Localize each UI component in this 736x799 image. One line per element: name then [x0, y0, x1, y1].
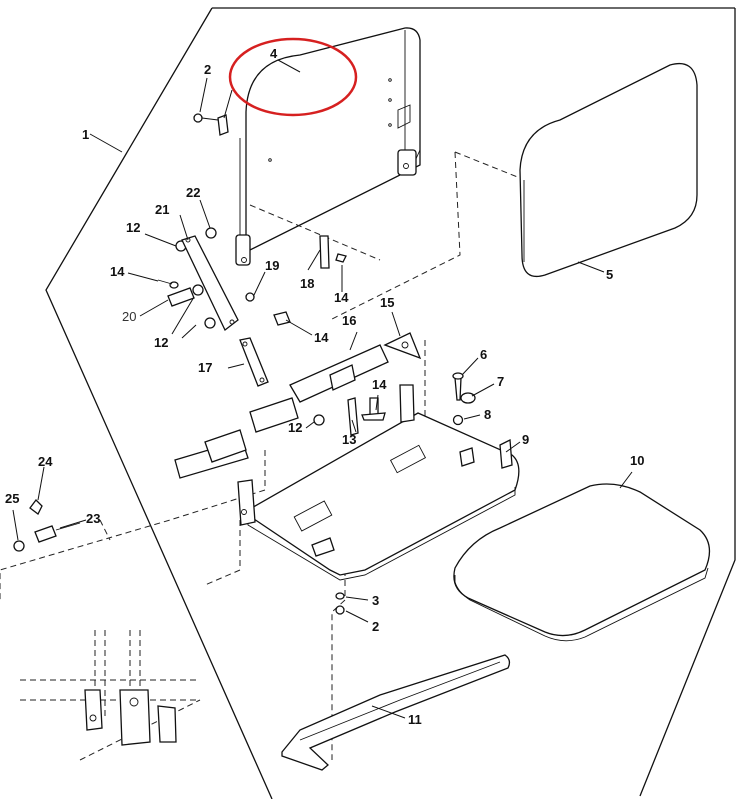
- callout-5: 5: [606, 267, 613, 282]
- callout-21: 21: [155, 202, 169, 217]
- callout-1: 1: [82, 127, 89, 142]
- callout-2-top: 2: [204, 62, 211, 77]
- attach-line-back: [454, 151, 521, 179]
- callout-8: 8: [484, 407, 491, 422]
- seat-cushion: [453, 483, 711, 642]
- callout-10: 10: [630, 453, 644, 468]
- callout-7: 7: [497, 374, 504, 389]
- callout-19: 19: [265, 258, 279, 273]
- callout-14-left: 14: [110, 264, 125, 279]
- callout-16: 16: [342, 313, 356, 328]
- buckle-bracket: [383, 332, 422, 360]
- callout-3: 3: [372, 593, 379, 608]
- callout-17: 17: [198, 360, 212, 375]
- callout-15: 15: [380, 295, 394, 310]
- callout-2-bottom: 2: [372, 619, 379, 634]
- seat-back-panel: [235, 27, 421, 266]
- support-strap: [281, 654, 511, 771]
- callout-14-mid: 14: [334, 290, 349, 305]
- callout-11: 11: [408, 712, 422, 727]
- callout-6: 6: [480, 347, 487, 362]
- link-strap: [239, 337, 269, 387]
- bottom-hardware: [335, 592, 345, 615]
- seat-belt: [174, 344, 389, 479]
- highlight-circle: [228, 37, 358, 117]
- hardware-cluster: [157, 113, 347, 332]
- back-cushion: [519, 62, 698, 278]
- callout-23: 23: [86, 511, 100, 526]
- callout-22: 22: [186, 185, 200, 200]
- callout-13: 13: [342, 432, 356, 447]
- callout-24: 24: [38, 454, 53, 469]
- callout-9: 9: [522, 432, 529, 447]
- callout-12-upper: 12: [126, 220, 140, 235]
- right-hardware: [452, 372, 476, 426]
- frame-structure: [20, 630, 201, 761]
- callout-18: 18: [300, 276, 314, 291]
- callout-14-pan: 14: [372, 377, 387, 392]
- callout-25: 25: [5, 491, 19, 506]
- left-hardware: [13, 499, 81, 552]
- pan-hardware: [313, 397, 386, 436]
- seat-pan: [237, 384, 520, 581]
- callout-20: 20: [122, 309, 136, 324]
- callout-4: 4: [270, 46, 278, 61]
- assembly-boundary: [45, 7, 736, 799]
- callout-12-pan: 12: [288, 420, 302, 435]
- leader-lines: [12, 59, 633, 719]
- callout-14-right: 14: [314, 330, 329, 345]
- callout-12-lower: 12: [154, 335, 168, 350]
